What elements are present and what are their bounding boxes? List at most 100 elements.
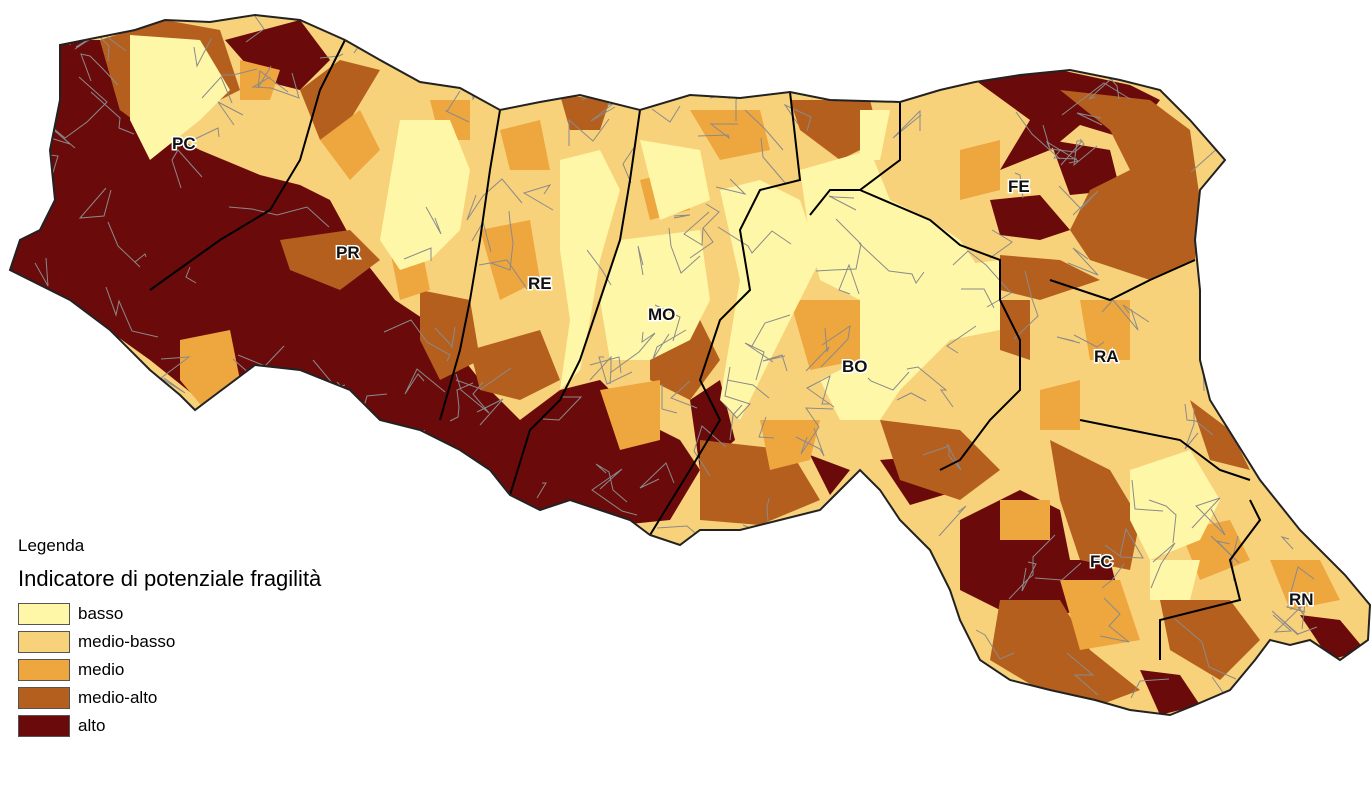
fragility-zone bbox=[520, 380, 700, 525]
municipal-border bbox=[1174, 618, 1237, 680]
municipal-border bbox=[1191, 497, 1226, 536]
municipal-border bbox=[541, 685, 567, 715]
municipal-border bbox=[591, 468, 638, 516]
municipal-border bbox=[455, 367, 512, 390]
municipal-border bbox=[455, 60, 459, 89]
municipal-border bbox=[104, 480, 132, 533]
municipal-border bbox=[1210, 535, 1240, 564]
municipal-border bbox=[896, 392, 927, 402]
legend-item-medio-alto: medio-alto bbox=[18, 684, 321, 712]
province-border bbox=[649, 91, 802, 536]
municipal-border bbox=[586, 249, 612, 286]
municipal-border bbox=[806, 375, 835, 408]
municipal-border bbox=[693, 425, 727, 477]
province-border bbox=[1159, 499, 1262, 660]
municipal-border bbox=[257, 65, 289, 93]
region-outline bbox=[8, 13, 1372, 717]
municipal-border bbox=[1067, 247, 1099, 276]
municipal-border bbox=[28, 337, 70, 397]
fragility-zone bbox=[1000, 255, 1100, 300]
municipal-border bbox=[673, 214, 691, 219]
legend-item-medio-basso: medio-basso bbox=[18, 628, 321, 656]
municipal-border bbox=[1021, 561, 1037, 592]
municipal-border bbox=[1234, 129, 1312, 186]
municipal-border bbox=[697, 123, 738, 140]
fragility-zone bbox=[1050, 440, 1140, 570]
fragility-zone bbox=[1150, 560, 1200, 600]
municipal-border bbox=[201, 76, 233, 104]
municipal-border bbox=[946, 325, 977, 354]
municipal-border bbox=[744, 109, 784, 151]
municipal-border bbox=[1240, 216, 1291, 286]
municipal-border bbox=[134, 253, 147, 263]
municipal-border bbox=[542, 396, 583, 421]
municipal-border bbox=[912, 15, 925, 23]
fragility-zone bbox=[1130, 450, 1220, 560]
municipal-border bbox=[1099, 597, 1130, 643]
municipal-border bbox=[845, 543, 880, 588]
municipal-border bbox=[425, 206, 442, 235]
municipal-border bbox=[124, 435, 153, 471]
province-border bbox=[939, 299, 1021, 471]
municipal-border bbox=[1290, 566, 1315, 615]
province-border bbox=[809, 102, 1001, 300]
municipal-border bbox=[569, 547, 617, 630]
municipal-border bbox=[901, 579, 932, 606]
municipal-border bbox=[609, 331, 656, 374]
municipal-border bbox=[979, 688, 1025, 715]
legend-label-alto: alto bbox=[78, 716, 106, 735]
municipal-border bbox=[29, 91, 52, 153]
municipal-border bbox=[217, 101, 244, 126]
municipal-border bbox=[34, 257, 49, 287]
municipal-border bbox=[1060, 140, 1098, 167]
municipal-border bbox=[52, 76, 108, 139]
municipal-border bbox=[1184, 403, 1214, 436]
municipal-border bbox=[890, 72, 920, 99]
fragility-zone bbox=[790, 100, 880, 160]
municipal-border bbox=[528, 15, 568, 61]
legend-item-basso: basso bbox=[18, 600, 321, 628]
municipal-border bbox=[466, 178, 523, 221]
municipal-border bbox=[222, 68, 258, 76]
municipal-border bbox=[1245, 392, 1289, 422]
municipal-border bbox=[622, 145, 636, 184]
municipal-border bbox=[681, 678, 701, 691]
municipal-border bbox=[661, 384, 678, 414]
municipal-border bbox=[1130, 678, 1170, 699]
fragility-zone bbox=[500, 120, 550, 170]
fragility-zone bbox=[990, 195, 1070, 240]
municipal-border bbox=[609, 678, 622, 693]
province-label-pc: PC bbox=[172, 134, 196, 153]
fragility-zone bbox=[10, 110, 600, 520]
municipal-border bbox=[839, 49, 860, 86]
municipal-border bbox=[709, 73, 743, 100]
province-labels: PC PR RE MO BO FE RA FC RN bbox=[171, 133, 1316, 611]
fragility-zone bbox=[960, 140, 1000, 200]
municipal-border bbox=[23, 335, 42, 364]
municipal-border bbox=[820, 324, 851, 368]
municipal-border bbox=[153, 428, 178, 494]
municipal-border bbox=[44, 20, 89, 38]
municipal-border bbox=[228, 206, 330, 228]
municipal-border bbox=[793, 671, 841, 701]
municipal-border bbox=[490, 210, 514, 271]
municipal-border bbox=[961, 288, 995, 309]
municipal-border bbox=[1013, 270, 1039, 340]
municipal-border bbox=[1260, 442, 1348, 479]
municipal-border bbox=[715, 178, 747, 195]
municipal-border bbox=[1076, 112, 1103, 126]
municipal-border bbox=[683, 211, 710, 246]
municipal-border bbox=[449, 565, 464, 640]
fragility-zone bbox=[790, 300, 860, 370]
municipal-border bbox=[1207, 356, 1244, 409]
municipal-border bbox=[529, 567, 555, 586]
municipal-border bbox=[1101, 299, 1139, 331]
fragility-zone bbox=[1270, 560, 1340, 610]
province-label-bo: BO bbox=[842, 357, 868, 376]
municipal-border bbox=[760, 137, 787, 185]
municipal-border bbox=[444, 90, 470, 123]
municipal-border bbox=[959, 15, 1007, 46]
municipal-border bbox=[1008, 534, 1056, 600]
municipal-border bbox=[783, 103, 812, 132]
